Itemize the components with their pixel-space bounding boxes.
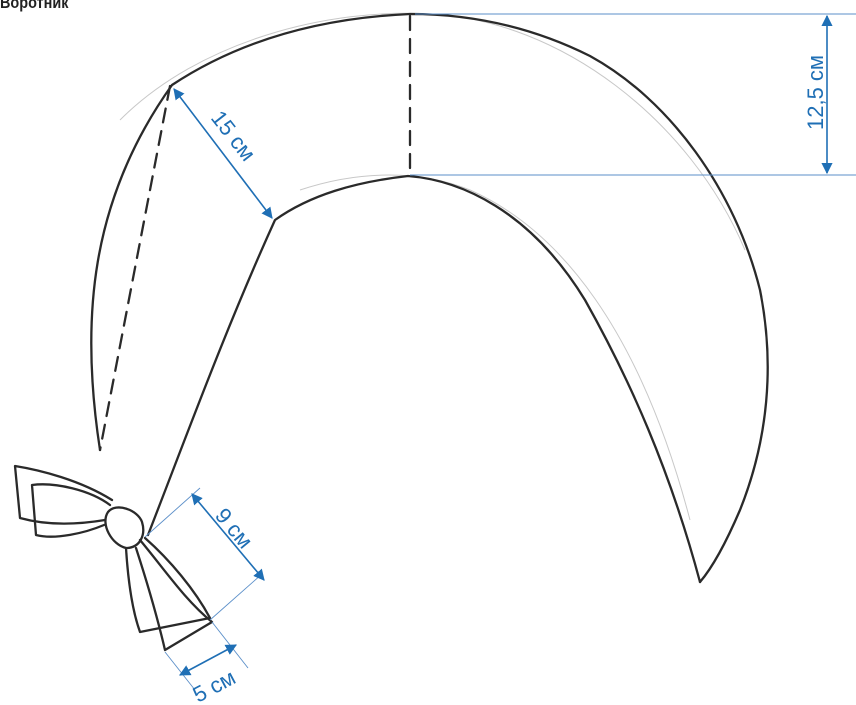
construction-trace: [119, 12, 746, 251]
dimension-label-tie-length: 9 см: [210, 503, 258, 553]
construction-trace: [299, 174, 691, 521]
dimension-label-tie-width: 5 см: [189, 664, 240, 705]
extension-line-tie-top: [144, 487, 201, 538]
dimension-height: 12,5 см: [410, 13, 856, 176]
dimension-width: 15 см: [173, 88, 273, 219]
dimension-arrow-tie-width: [179, 644, 237, 676]
dimension-label-width: 15 см: [206, 106, 261, 166]
dimension-label-height: 12,5 см: [803, 55, 828, 130]
extension-line-tie-bottom: [209, 573, 263, 621]
collar-neckline-edge: [146, 174, 702, 584]
bow-knot: [104, 506, 145, 550]
dimension-tie-width: 5 см: [164, 621, 249, 705]
bow-tie: [13, 464, 214, 652]
dimension-arrow-tie-length: [191, 493, 265, 581]
bow-upper-loop: [13, 464, 114, 525]
bow-tail-right: [134, 538, 214, 652]
page-title: Воротник: [0, 0, 69, 12]
bow-tail-left: [124, 536, 212, 634]
dimension-arrow-width: [173, 88, 273, 219]
front-edge-guide-line: [98, 84, 172, 452]
extension-line-tie-right: [211, 621, 249, 669]
bow-upper-loop-inner: [30, 483, 112, 538]
collar-outer-edge: [90, 12, 769, 584]
